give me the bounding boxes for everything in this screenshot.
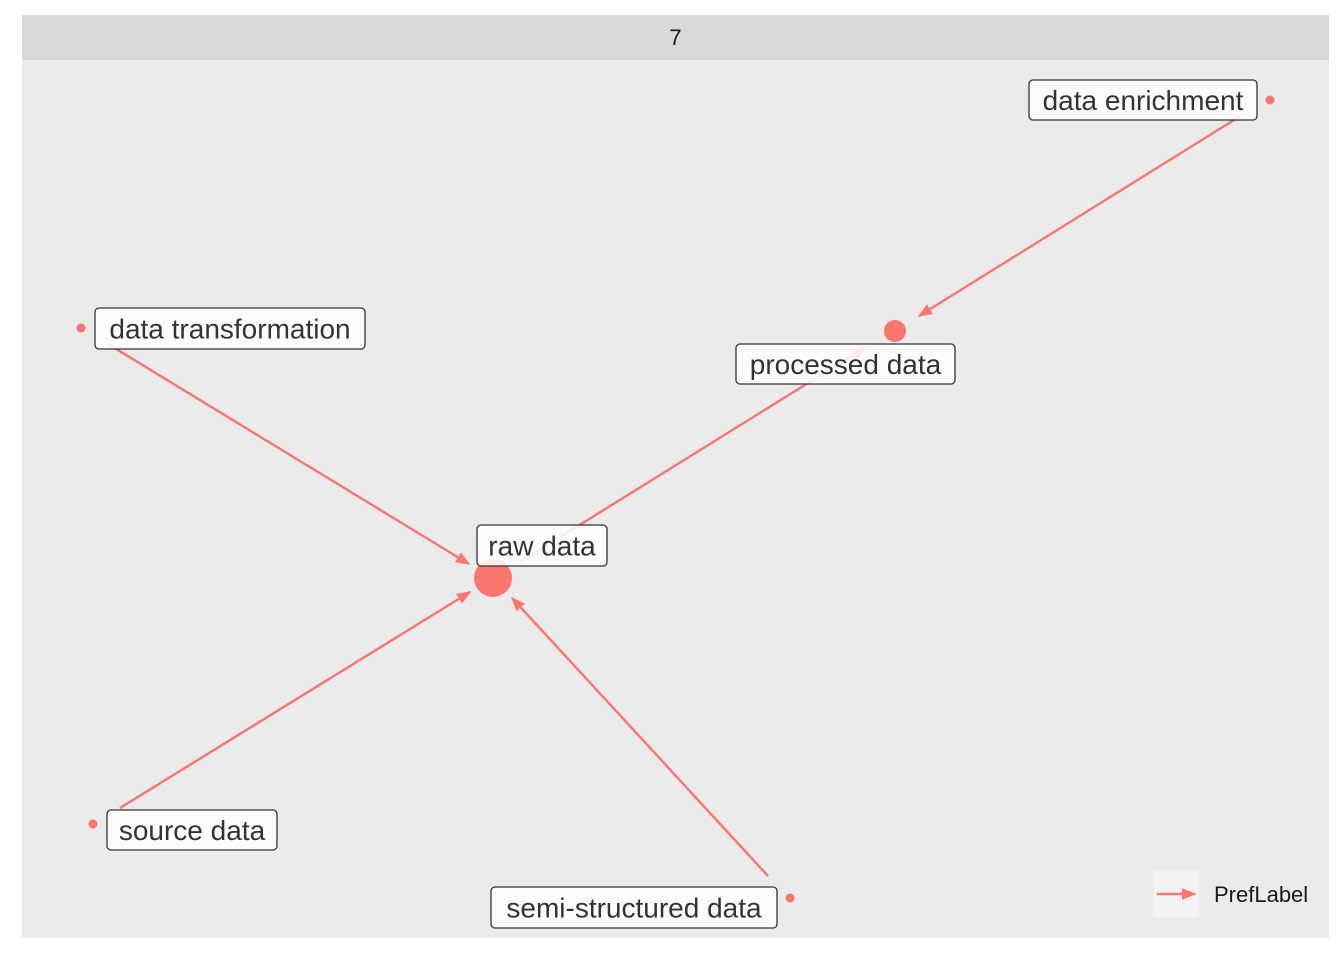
edge-data-transformation-to-raw-data <box>107 342 471 566</box>
node-source-data <box>88 819 98 829</box>
node-label-box <box>1028 79 1258 121</box>
labels-layer: raw data processed data data enrichment dat… <box>94 79 1258 929</box>
panel-title: 7 <box>669 25 682 50</box>
node-label-data-transformation: data transformation <box>94 307 366 350</box>
node-label-raw-data: raw data <box>476 524 608 567</box>
node-label-processed-data: processed data <box>735 343 956 385</box>
node-data-transformation <box>76 323 86 333</box>
node-label-text: data enrichment <box>1043 85 1244 116</box>
node-label-box <box>476 524 608 567</box>
node-processed-data <box>884 320 906 342</box>
node-label-source-data: source data <box>106 809 278 851</box>
edge-data-enrichment-to-processed-data <box>917 113 1243 318</box>
node-label-text: semi-structured data <box>506 893 762 924</box>
node-label-box <box>490 886 778 929</box>
node-label-text: processed data <box>750 349 942 380</box>
node-semi-structured-data <box>785 893 795 903</box>
legend: PrefLabel <box>1153 871 1308 917</box>
plot-panel <box>22 60 1329 938</box>
edge-source-data-to-raw-data <box>119 590 472 810</box>
node-label-text: data transformation <box>109 314 350 345</box>
node-label-data-enrichment: data enrichment <box>1028 79 1258 121</box>
edges-layer <box>107 113 1243 877</box>
nodes-layer <box>76 95 1275 903</box>
node-label-semi-structured-data: semi-structured data <box>490 886 778 929</box>
panel-strip: 7 <box>22 15 1329 60</box>
node-raw-data <box>474 559 512 597</box>
node-label-box <box>106 809 278 851</box>
edge-semi-structured-data-to-raw-data <box>511 596 769 877</box>
node-label-text: source data <box>119 815 266 846</box>
node-label-box <box>735 343 956 385</box>
legend-label: PrefLabel <box>1214 882 1308 907</box>
node-label-box <box>94 307 366 350</box>
node-data-enrichment <box>1265 95 1275 105</box>
node-label-text: raw data <box>488 531 596 562</box>
